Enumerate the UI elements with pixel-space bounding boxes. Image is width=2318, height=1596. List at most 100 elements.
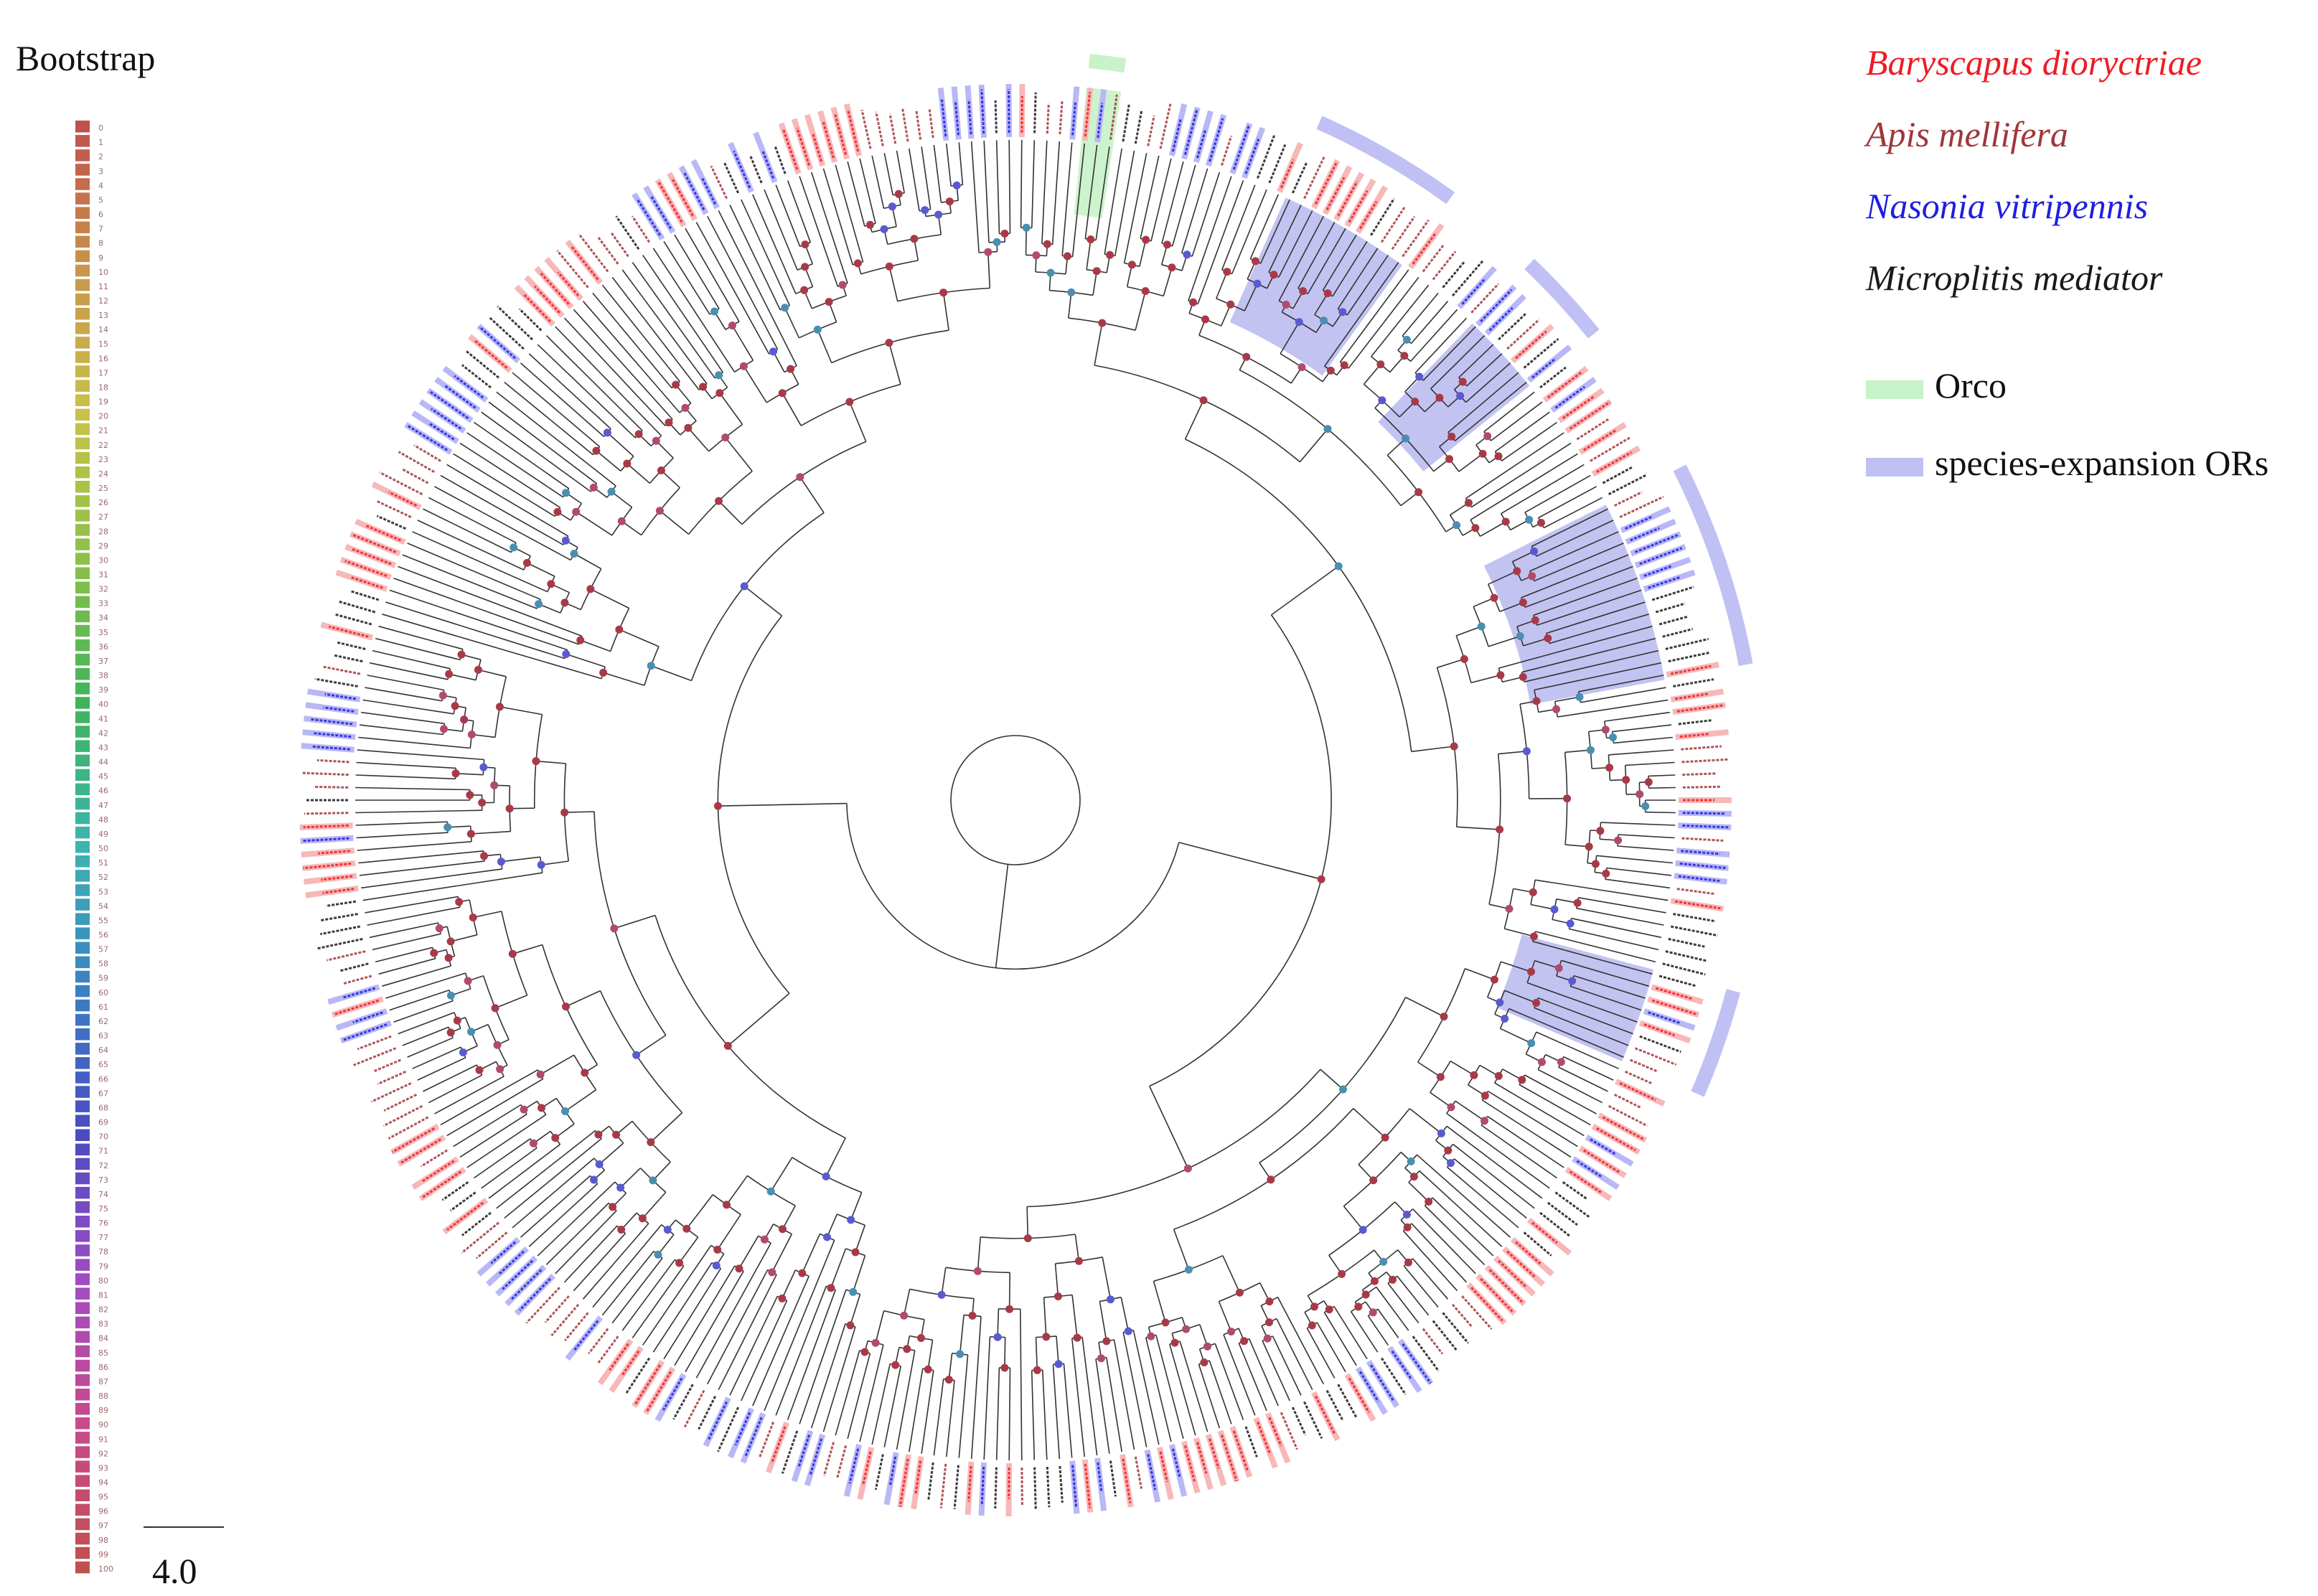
bootstrap-node xyxy=(1376,360,1385,369)
tip-branch xyxy=(1387,1282,1420,1324)
tip-branch xyxy=(440,1069,538,1126)
tip-branch xyxy=(1114,150,1135,256)
stem-branch xyxy=(743,586,782,616)
species-expansion-clade xyxy=(1483,504,1665,705)
bootstrap-swatch xyxy=(75,610,90,623)
bootstrap-node xyxy=(1338,308,1347,316)
tip-branch xyxy=(385,972,466,999)
tip-branch xyxy=(787,1289,837,1420)
bootstrap-node xyxy=(1404,1258,1412,1267)
tip-branch xyxy=(474,421,570,489)
bootstrap-node xyxy=(508,949,517,958)
bootstrap-node xyxy=(1402,434,1410,443)
bootstrap-node xyxy=(616,1183,625,1192)
stem-branch xyxy=(782,393,802,426)
bootstrap-node xyxy=(723,1201,731,1209)
stem-branch xyxy=(1099,1301,1107,1342)
tip-branch xyxy=(362,872,543,901)
bootstrap-node xyxy=(1334,562,1343,571)
bootstrap-node xyxy=(594,1130,603,1139)
bootstrap-node xyxy=(529,1139,538,1147)
tip-label xyxy=(1402,1343,1432,1384)
tip-label xyxy=(862,1451,872,1486)
stem-branch xyxy=(1271,565,1339,616)
bootstrap-swatch xyxy=(75,524,90,536)
bootstrap-node xyxy=(1263,1334,1272,1343)
bootstrap-node xyxy=(1092,267,1101,276)
bootstrap-node xyxy=(813,325,822,334)
bootstrap-swatch xyxy=(75,841,90,853)
bootstrap-node xyxy=(1490,593,1498,602)
tip-label xyxy=(1639,547,1683,565)
bootstrap-node xyxy=(939,288,948,297)
bootstrap-node xyxy=(1046,268,1055,277)
bootstrap-swatch xyxy=(75,308,90,320)
bootstrap-swatch xyxy=(75,1057,90,1069)
bootstrap-node xyxy=(551,1134,560,1142)
tip-label xyxy=(406,424,448,451)
tip-label xyxy=(429,390,469,420)
tip-branch xyxy=(1645,811,1676,814)
bootstrap-node xyxy=(440,725,448,733)
tip-branch xyxy=(1276,1318,1313,1391)
stem-branch xyxy=(1071,1295,1078,1338)
tip-branch xyxy=(674,234,720,309)
bootstrap-swatch xyxy=(75,682,90,695)
bootstrap-tick-label: 40 xyxy=(98,700,108,709)
stem-branch xyxy=(1564,749,1591,754)
tip-branch xyxy=(1095,1358,1110,1454)
tip-label xyxy=(479,326,516,360)
bootstrap-tick-label: 95 xyxy=(98,1493,108,1502)
tip-branch xyxy=(1268,205,1302,273)
bootstrap-swatch xyxy=(75,1158,90,1170)
bootstrap-node xyxy=(1242,352,1251,361)
tip-label xyxy=(1498,313,1526,341)
bootstrap-node xyxy=(871,1338,880,1347)
bootstrap-node xyxy=(464,977,472,985)
tip-branch xyxy=(810,1323,846,1429)
tip-label xyxy=(1122,1458,1132,1503)
tip-label xyxy=(557,271,580,297)
tip-branch xyxy=(1608,749,1674,756)
tip-label xyxy=(733,151,751,189)
tip-label xyxy=(1097,103,1104,139)
bootstrap-tick-label: 41 xyxy=(98,714,108,723)
bootstrap-node xyxy=(800,286,809,294)
tip-branch xyxy=(685,227,740,322)
stem-branch xyxy=(535,760,566,764)
clade-arc xyxy=(846,803,1180,970)
tip-label xyxy=(1159,103,1172,149)
bootstrap-node xyxy=(1501,517,1510,526)
tip-label xyxy=(1325,177,1346,211)
bootstrap-swatch xyxy=(75,451,90,464)
bootstrap-node xyxy=(595,1160,604,1168)
tip-label xyxy=(1613,491,1643,507)
tip-branch xyxy=(896,150,905,193)
tip-label xyxy=(1670,925,1718,937)
tip-label xyxy=(1232,1430,1249,1471)
bootstrap-node xyxy=(1270,271,1278,279)
bootstrap-swatch xyxy=(75,740,90,752)
bootstrap-node xyxy=(801,240,810,249)
bootstrap-node xyxy=(984,248,993,256)
tip-branch xyxy=(1596,855,1673,864)
bootstrap-node xyxy=(1087,235,1095,244)
tip-label xyxy=(316,759,349,764)
bootstrap-swatch xyxy=(75,596,90,609)
bootstrap-tick-label: 23 xyxy=(98,455,108,464)
bootstrap-node xyxy=(1447,1103,1455,1112)
tip-branch xyxy=(921,146,932,210)
bootstrap-tick-label: 60 xyxy=(98,988,108,998)
bootstrap-tick-label: 26 xyxy=(98,498,108,507)
tip-label xyxy=(1488,306,1514,332)
tip-branch xyxy=(357,749,484,761)
bootstrap-tick-label: 59 xyxy=(98,974,108,983)
bootstrap-swatch xyxy=(75,221,90,234)
tip-label xyxy=(334,999,380,1015)
bootstrap-node xyxy=(460,715,469,724)
bootstrap-node xyxy=(1478,449,1487,458)
legend-swatch xyxy=(1866,380,1923,399)
stem-branch xyxy=(1501,961,1531,972)
bootstrap-node xyxy=(838,281,847,289)
stem-branch xyxy=(987,252,991,288)
